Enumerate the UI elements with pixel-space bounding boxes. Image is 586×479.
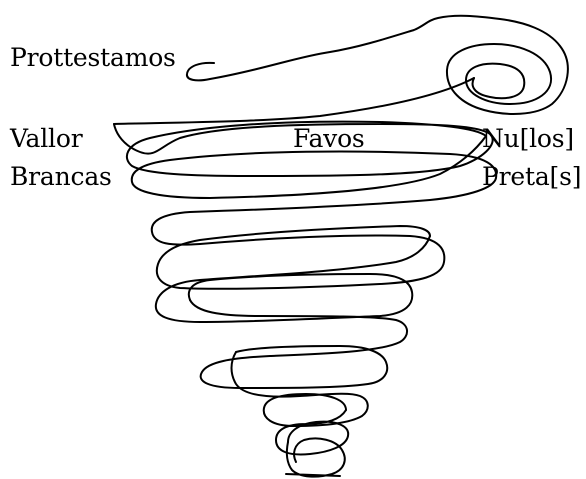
label-protestamos: Prottestamos — [10, 43, 176, 72]
label-favos: Favos — [293, 124, 365, 153]
label-nulos: Nu[los] — [482, 124, 574, 153]
spiral-band-7 — [275, 409, 350, 456]
upper-swirl-stroke — [185, 14, 569, 115]
spiral-tip-stroke — [285, 437, 346, 478]
spiral-band-5 — [189, 299, 408, 389]
spiral-band-6 — [230, 351, 369, 427]
swirl-connector-stroke — [113, 77, 475, 125]
label-pretas: Preta[s] — [482, 162, 582, 191]
spiral-band-3 — [155, 225, 446, 290]
spiral-band-4 — [154, 235, 431, 323]
label-brancas: Brancas — [10, 162, 112, 191]
label-vallor: Vallor — [10, 124, 83, 153]
